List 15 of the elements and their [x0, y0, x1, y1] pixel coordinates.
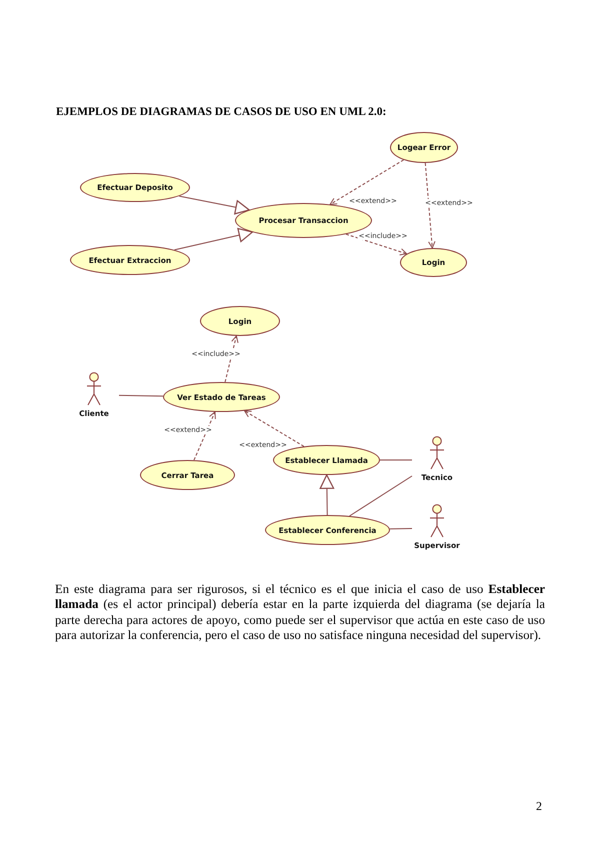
dependency-arrow [194, 411, 216, 461]
association-line [118, 394, 164, 397]
association-line [389, 528, 412, 530]
generalization-arrow [174, 228, 253, 250]
dependency-arrow [330, 159, 404, 205]
heading: EJEMPLOS DE DIAGRAMAS DE CASOS DE USO EN UML 2.0: [56, 106, 386, 118]
dependency-arrow [244, 410, 304, 447]
dependency-arrow [346, 234, 408, 256]
generalization-arrow [320, 474, 334, 516]
association-line [349, 476, 412, 516]
dependency-arrow [224, 335, 238, 382]
generalization-arrow [178, 196, 250, 214]
paragraph: En este diagrama para ser rigurosos, si el técnico es el que inicia el caso de uso Establecer llamada (es el actor principal) debería estar en la parte izquierda del diagrama (se dejaría la parte derecha para actores de apoyo, como puede ser el supervisor que actúa en este caso de uso para autorizar la conferencia, pero el caso de uso no satisface ninguna necesidad del supervisor). [55, 582, 545, 644]
dependency-arrow [424, 162, 436, 248]
page-number: 2 [536, 799, 542, 814]
